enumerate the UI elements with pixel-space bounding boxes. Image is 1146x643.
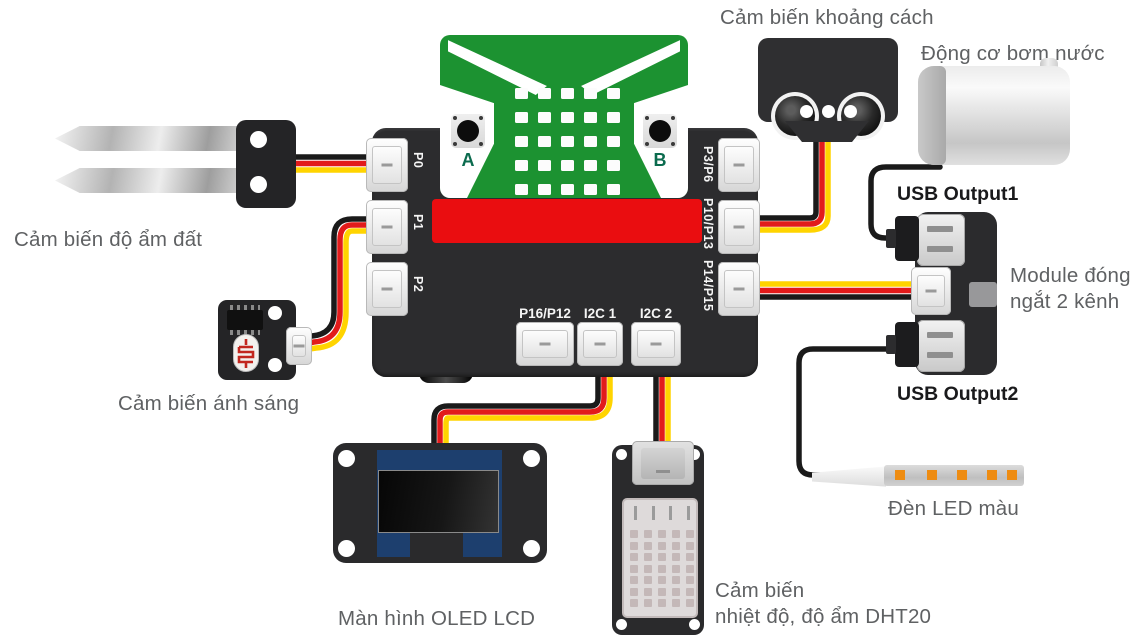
microbit-stripe-left	[448, 40, 547, 95]
port-p3p6-connector	[718, 138, 760, 192]
water-pump	[918, 66, 1070, 165]
soil-sensor-head	[236, 120, 296, 208]
button-a	[451, 114, 485, 148]
oled-screen	[378, 470, 499, 533]
wire-distance-to-p10p13	[752, 133, 831, 233]
usb-port-2	[917, 320, 965, 372]
light-sensor-chip	[227, 305, 263, 335]
port-i2c1-connector	[577, 322, 623, 366]
port-p2-label: P2	[411, 276, 425, 293]
relay-input-connector	[911, 267, 951, 315]
light-sensor-label: Cảm biến ánh sáng	[118, 392, 300, 415]
wire-p14p15-to-relay	[752, 281, 923, 300]
port-p0-connector	[366, 138, 408, 192]
sonar-dot	[844, 105, 857, 118]
dht20-label: Cảm biến nhiệt độ, độ ẩm DHT20	[715, 579, 932, 628]
ldr-photoresistor-icon	[233, 334, 259, 372]
dht20-vents	[630, 530, 694, 607]
light-sensor	[218, 300, 296, 380]
usb-output2-label: USB Output2	[897, 383, 1019, 405]
wire-i2c1-to-oled	[431, 355, 613, 452]
port-i2c1-label: I2C 1	[583, 306, 617, 321]
microbit-edge-connector	[432, 199, 702, 243]
led-strip-label: Đèn LED màu	[888, 497, 1019, 520]
port-p0-label: P0	[411, 152, 425, 169]
port-i2c2-label: I2C 2	[639, 306, 673, 321]
port-p1-connector	[366, 200, 408, 254]
dht20-connector	[632, 441, 694, 485]
port-i2c2-connector	[631, 322, 681, 366]
pump-label: Động cơ bơm nước	[921, 42, 1105, 65]
usb-port-1	[917, 214, 965, 266]
port-p10p13-label: P10/P13	[701, 198, 715, 250]
distance-sensor-label: Cảm biến khoảng cách	[720, 6, 934, 29]
port-p10p13-connector	[718, 200, 760, 254]
oled-label: Màn hình OLED LCD	[338, 607, 536, 630]
dht20-element	[622, 498, 698, 618]
distance-sensor-base	[785, 121, 869, 142]
port-p3p6-label: P3/P6	[701, 146, 715, 183]
microbit: A B	[440, 35, 688, 198]
sonar-dot	[800, 105, 813, 118]
soil-sensor-label: Cảm biến độ ẩm đất	[14, 228, 203, 251]
led-strip	[884, 465, 1024, 486]
port-p14p15-connector	[718, 262, 760, 316]
wire-light-to-p1	[300, 216, 381, 353]
button-b-label: B	[653, 150, 667, 170]
wire-soil-to-p0	[289, 154, 381, 173]
usb-output1-label: USB Output1	[897, 183, 1019, 205]
led-strip-connector	[812, 466, 886, 487]
relay-side-tab	[969, 282, 997, 307]
usb-plug-2	[886, 322, 919, 367]
port-p16p12-label: P16/P12	[519, 306, 571, 321]
soil-prong-bottom	[55, 168, 245, 193]
dht20-pins	[634, 506, 690, 520]
sonar-dot	[822, 105, 835, 118]
button-a-label: A	[461, 150, 475, 170]
led-matrix	[515, 88, 620, 195]
oled-display	[333, 443, 547, 563]
oled-gap	[410, 533, 463, 557]
wire-pump-to-usb1	[868, 164, 943, 241]
port-p14p15-label: P14/P15	[701, 260, 715, 312]
wire-usb2-to-ledstrip	[796, 346, 900, 478]
soil-prong-top	[55, 126, 245, 151]
pump-cap	[918, 66, 946, 165]
relay-module-label: Module đóng ngắt 2 kênh	[1010, 264, 1131, 313]
usb-plug-1	[886, 216, 919, 261]
light-sensor-connector	[286, 327, 312, 365]
microbit-stripe-right	[578, 39, 680, 95]
button-b	[643, 114, 677, 148]
port-p2-connector	[366, 262, 408, 316]
port-p1-label: P1	[411, 214, 425, 231]
port-p16p12-connector	[516, 322, 574, 366]
